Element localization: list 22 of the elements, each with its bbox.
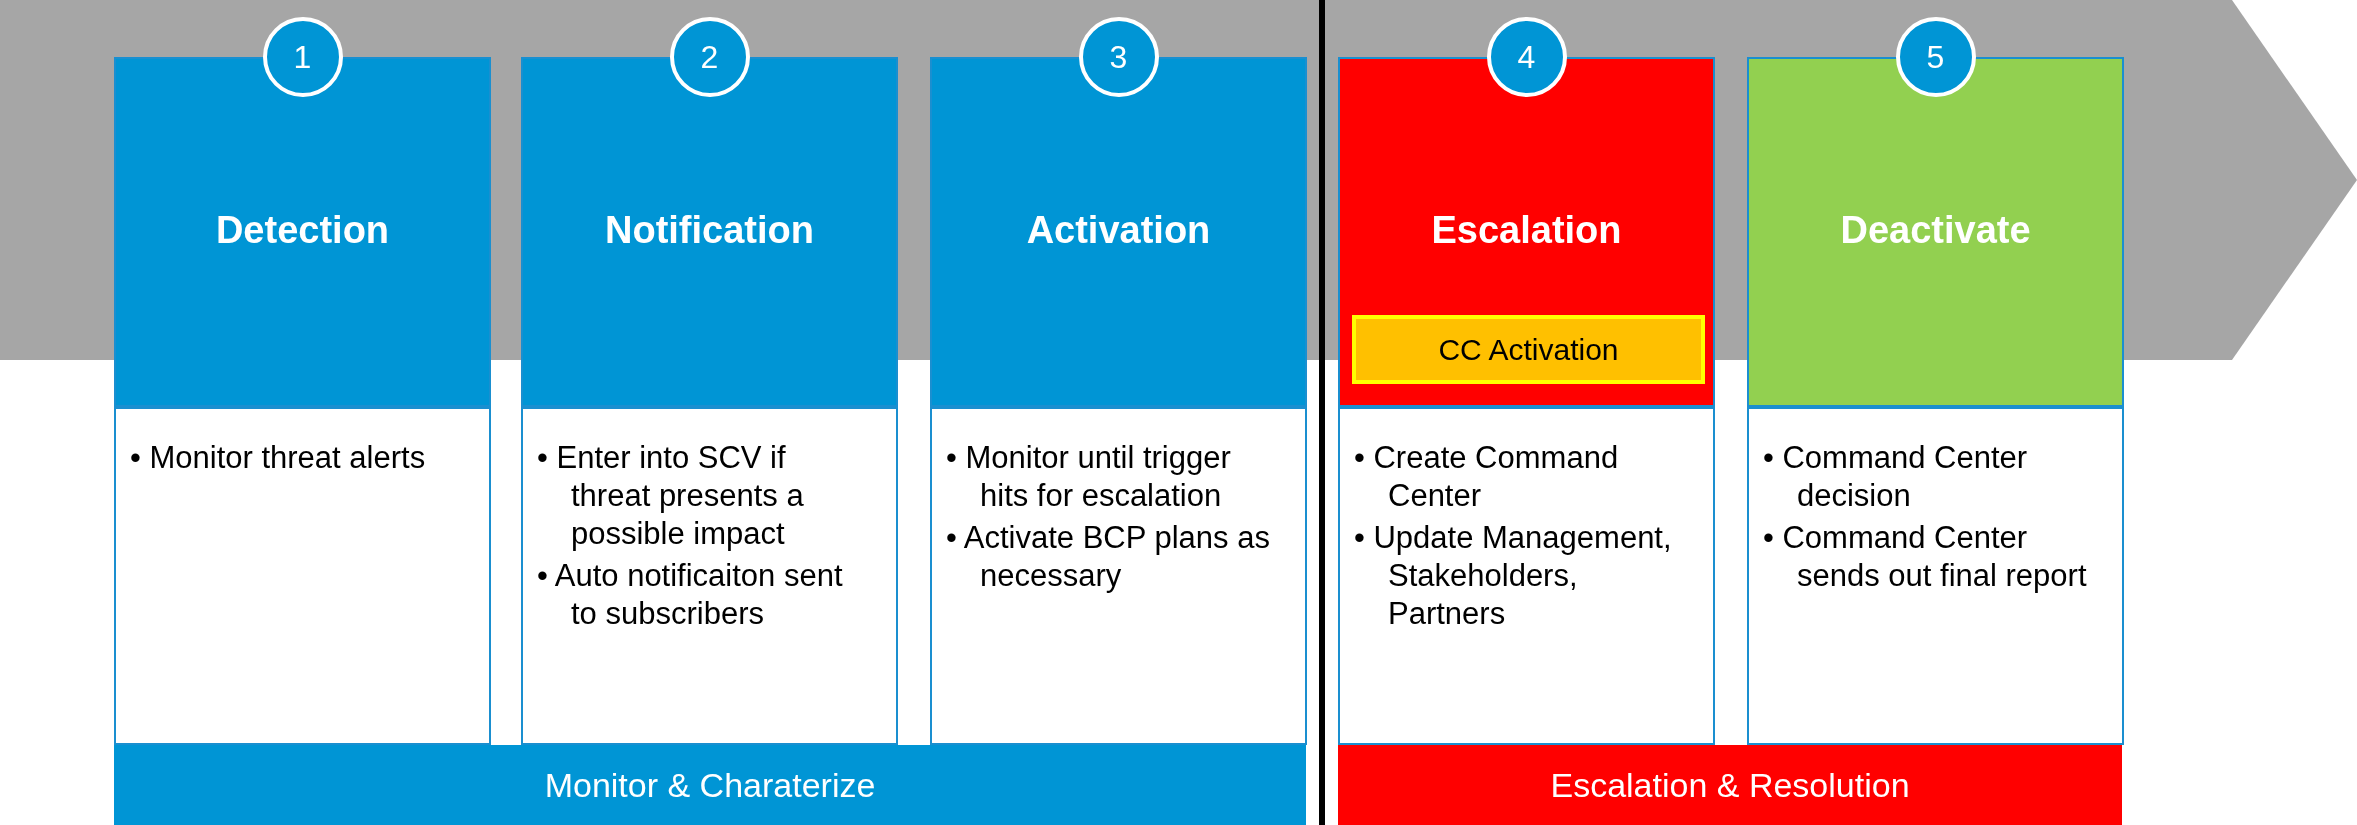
stage-title: Escalation (1430, 209, 1623, 252)
activation-label: CC Activation (1352, 315, 1705, 384)
bullet-card (521, 407, 898, 745)
bullet-text: • Enter into SCV if threat presents a possible impact (537, 439, 805, 553)
bullet-card (114, 407, 491, 745)
stage-title: Notification (604, 209, 815, 252)
bullet-card (930, 407, 1307, 745)
stage-title: Detection (214, 209, 391, 252)
phase-banner: Escalation & Resolution (1338, 745, 2122, 825)
bullet-text: • Monitor until trigger hits for escalation (946, 439, 1232, 515)
stage-title: Deactivate (1839, 209, 2032, 252)
bullet-text: • Activate BCP plans as necessary (946, 519, 1271, 595)
bullet-text: • Command Center sends out final report (1763, 519, 2088, 595)
bullet-text: • Monitor threat alerts (130, 439, 427, 477)
phase-banner: Monitor & Charaterize (114, 745, 1306, 825)
bullet-text: • Update Management, Stakeholders, Partners (1354, 519, 1673, 633)
stage-title: Activation (1025, 209, 1212, 252)
bullet-text: • Command Center decision (1763, 439, 2029, 515)
bullet-text: • Create Command Center (1354, 439, 1620, 515)
bullet-card (1338, 407, 1715, 745)
bullet-text: • Auto notificaiton sent to subscribers (537, 557, 844, 633)
bullet-card (1747, 407, 2124, 745)
